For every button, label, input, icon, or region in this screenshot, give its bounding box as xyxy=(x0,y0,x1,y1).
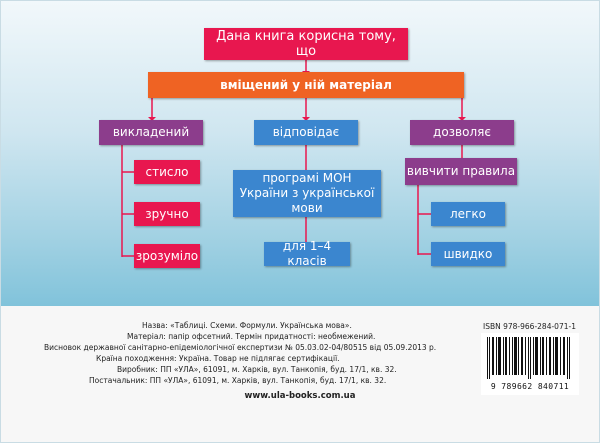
arrow-tip-right xyxy=(458,117,466,121)
left-head-box: викладений xyxy=(99,120,203,145)
arrow-tip-center xyxy=(302,117,310,121)
arrow-tip-left xyxy=(148,117,156,121)
center-program-box: програмі МОН України з української мови xyxy=(233,170,381,217)
right-sub-box: вивчити правила xyxy=(405,158,517,185)
center-grades-label: для 1–4 класів xyxy=(282,239,332,268)
isbn-label: ISBN 978-966-284-071-1 xyxy=(483,322,576,331)
right-head-box: дозволяє xyxy=(410,120,514,145)
right-item-label-2: швидко xyxy=(443,246,493,261)
barcode: 9 789662 840711 xyxy=(481,333,579,395)
imprint-line-6: Постачальник: ПП «УЛА», 61091, м. Харків… xyxy=(89,376,387,385)
imprint-line-3: Висновок державної санітарно-епідеміолог… xyxy=(44,343,437,352)
left-item-box-3: зрозуміло xyxy=(134,244,200,268)
top-box: Дана книга корисна тому, що xyxy=(204,28,408,60)
left-item-label-1: стисло xyxy=(145,164,189,179)
barcode-number: 9 789662 840711 xyxy=(490,382,570,391)
left-head-label: викладений xyxy=(112,125,190,139)
center-program-label: програмі МОН України з української мови xyxy=(239,171,375,215)
barcode-bars-icon xyxy=(487,337,570,379)
imprint-line-2: Матеріал: папір офсетний. Термін придатн… xyxy=(127,332,376,341)
left-item-label-2: зручно xyxy=(145,206,189,221)
right-item-label-1: легко xyxy=(450,206,486,221)
imprint-line-5: Виробник: ПП «УЛА», 61091, м. Харків, ву… xyxy=(117,365,397,374)
middle-box: вміщений у ній матеріал xyxy=(148,72,464,98)
center-head-box: відповідає xyxy=(254,120,358,145)
right-item-box-2: швидко xyxy=(431,242,505,266)
left-item-label-3: зрозуміло xyxy=(135,248,199,263)
left-item-box-1: стисло xyxy=(134,160,200,184)
imprint-line-1: Назва: «Таблиці. Схеми. Формули. Українс… xyxy=(142,321,352,330)
right-item-box-1: легко xyxy=(431,202,505,226)
center-head-label: відповідає xyxy=(272,125,340,139)
left-item-box-2: зручно xyxy=(134,202,200,226)
website-link[interactable]: www.ula-books.com.ua xyxy=(244,391,356,401)
right-sub-label: вивчити правила xyxy=(406,164,516,178)
center-grades-box: для 1–4 класів xyxy=(264,239,350,268)
imprint-line-4: Країна походження: Україна. Товар не під… xyxy=(96,354,340,363)
right-head-label: дозволяє xyxy=(433,125,491,139)
top-box-label: Дана книга корисна тому, що xyxy=(216,29,396,59)
middle-box-label: вміщений у ній матеріал xyxy=(220,77,392,92)
